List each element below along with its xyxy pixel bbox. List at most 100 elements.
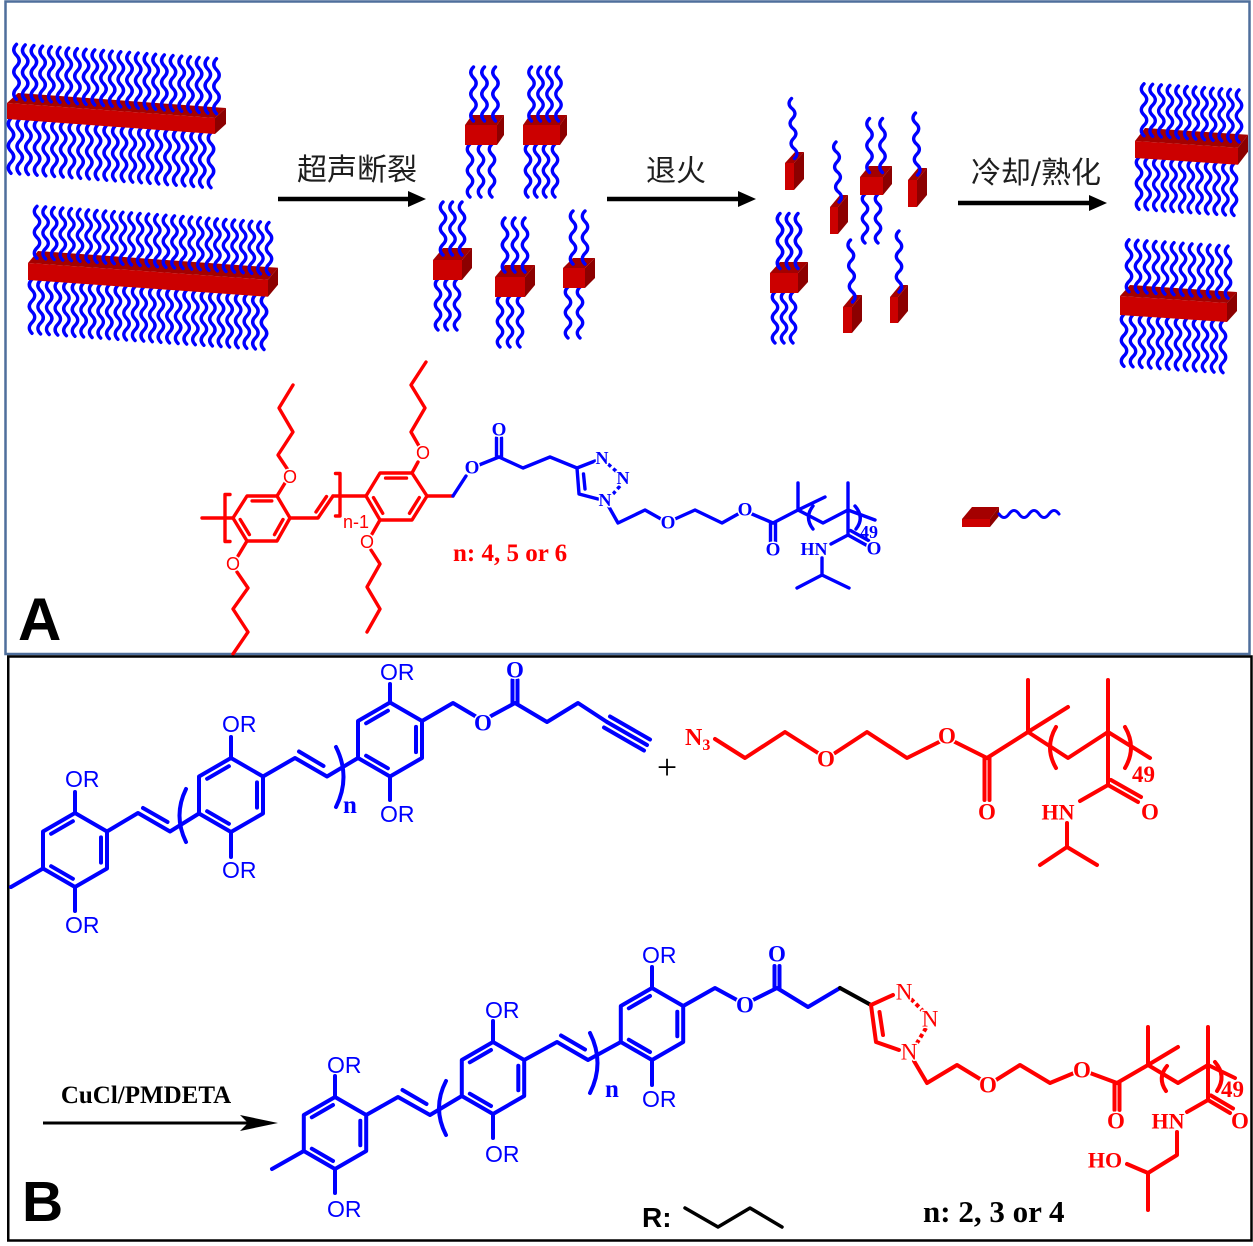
carbonyl-double-bond bbox=[982, 756, 992, 802]
corona-chain bbox=[127, 211, 136, 267]
corona-chain bbox=[247, 219, 257, 275]
corona-chain bbox=[221, 217, 231, 274]
corona-chain bbox=[122, 284, 131, 342]
corona-chain bbox=[58, 206, 68, 262]
corona-chain bbox=[233, 292, 243, 350]
methyl-bonds bbox=[1026, 678, 1110, 734]
oxygen-label: O bbox=[283, 467, 297, 487]
corona-chain bbox=[173, 287, 183, 346]
alkoxy-label: OR bbox=[327, 1196, 362, 1222]
corona-chain bbox=[563, 285, 573, 340]
corona-chain bbox=[238, 219, 248, 275]
initial-cylindrical-micelles bbox=[6, 42, 278, 352]
corona-chain bbox=[1218, 319, 1228, 375]
nitrogen-label: N bbox=[599, 490, 612, 510]
corona-chain bbox=[438, 200, 448, 257]
core-block-side-face bbox=[883, 166, 892, 195]
corona-chain bbox=[27, 277, 37, 335]
corona-chain bbox=[29, 43, 39, 103]
azide-symbol: N bbox=[685, 725, 703, 751]
corona-chain bbox=[62, 280, 71, 338]
corona-chain bbox=[203, 56, 213, 115]
alkoxy-label: OR bbox=[327, 1052, 362, 1078]
coil-chain-icon bbox=[997, 509, 1061, 519]
alkoxy-bonds bbox=[73, 682, 392, 913]
oxygen-label: O bbox=[506, 658, 524, 683]
corona-chain bbox=[1155, 314, 1165, 371]
repeat-unit-subscript: n-1 bbox=[343, 512, 369, 532]
core-block-front-face bbox=[890, 297, 898, 323]
repeat-bracket-open bbox=[223, 492, 232, 544]
degree-of-polymerization: 49 bbox=[1221, 1077, 1244, 1102]
corona-chain bbox=[545, 65, 554, 123]
corona-chain bbox=[41, 119, 51, 178]
polymer-backbone bbox=[985, 730, 1152, 760]
carbonyl-double-bond bbox=[510, 678, 520, 705]
core-block-side-face bbox=[852, 295, 862, 333]
core-block-side-face bbox=[798, 262, 808, 293]
corona-chain bbox=[1139, 82, 1149, 138]
unimer-or-seed bbox=[843, 238, 862, 333]
corona-chain bbox=[568, 209, 578, 266]
corona-chain bbox=[580, 209, 590, 266]
repeat-paren-close bbox=[1123, 725, 1133, 770]
repeat-unit-subscript: n bbox=[343, 792, 357, 819]
corona-chain bbox=[36, 278, 45, 336]
core-block-front-face bbox=[962, 519, 990, 527]
core-block-side-face bbox=[990, 507, 999, 527]
corona-chain bbox=[505, 294, 515, 349]
corona-chain bbox=[1200, 86, 1209, 142]
corona-chain bbox=[55, 45, 65, 105]
corona-chain bbox=[142, 52, 152, 111]
corona-chain bbox=[170, 214, 179, 270]
oxygen-label: O bbox=[1231, 1109, 1249, 1134]
core-block-front-face bbox=[785, 163, 794, 190]
aromatic-double-bond bbox=[467, 1091, 493, 1108]
micelle-fragmentation-schematic bbox=[6, 42, 1248, 375]
annealed-unimers-and-seeds bbox=[770, 96, 927, 345]
panel-b-frame bbox=[7, 655, 1253, 1242]
aromatic-double-bond bbox=[49, 819, 75, 836]
ester-bond bbox=[1088, 1071, 1119, 1085]
corona-chain bbox=[93, 122, 103, 182]
corona-chain bbox=[1217, 87, 1227, 143]
hydroxypropyl-group bbox=[1125, 1130, 1179, 1212]
r-group-definition: R: bbox=[642, 1202, 784, 1233]
corona-chain bbox=[1177, 158, 1187, 214]
ethylene-glycol-linker bbox=[912, 1059, 982, 1085]
corona-chain bbox=[118, 210, 128, 266]
corona-chain bbox=[67, 207, 76, 263]
amide-nh-label: HN bbox=[1152, 1109, 1185, 1134]
corona-chain bbox=[1191, 317, 1201, 373]
alkyne-opv-reactant: OR OR OR OR OR OR O O n bbox=[9, 656, 652, 938]
pnipam-coil-segment bbox=[451, 436, 877, 590]
ester-bond bbox=[750, 512, 775, 525]
alkoxy-label: OR bbox=[380, 659, 415, 685]
unimer-or-seed bbox=[830, 140, 848, 234]
right-arrow-icon bbox=[607, 191, 756, 207]
corona-chain bbox=[73, 47, 82, 106]
alkoxy-label: OR bbox=[222, 857, 257, 883]
opv-rod-segment bbox=[200, 360, 455, 656]
repeat-paren-open bbox=[177, 787, 188, 844]
corona-chain bbox=[846, 238, 857, 304]
corona-chain bbox=[873, 192, 883, 245]
core-block-side-face bbox=[497, 115, 504, 145]
corona-chain bbox=[1119, 312, 1129, 368]
alkoxy-label: OR bbox=[485, 1141, 520, 1167]
ester-bond bbox=[451, 474, 468, 498]
micelle-core-front-face bbox=[1135, 141, 1238, 165]
corona-chain bbox=[46, 45, 56, 104]
vinylene-double-bond bbox=[400, 1088, 429, 1106]
repeat-unit-subscript: n bbox=[605, 1076, 619, 1103]
triazole-aromatic-bond bbox=[909, 997, 925, 1013]
core-block-side-face bbox=[794, 152, 804, 190]
micelle-fragment bbox=[433, 200, 472, 332]
corona-chain bbox=[225, 291, 234, 349]
chain-end-bond bbox=[270, 1149, 306, 1171]
ethylene-glycol-linker bbox=[673, 508, 740, 525]
corona-chain bbox=[550, 142, 560, 199]
oxygen-label: O bbox=[360, 532, 374, 552]
corona-chain bbox=[113, 283, 123, 341]
corona-chain bbox=[1173, 316, 1183, 372]
